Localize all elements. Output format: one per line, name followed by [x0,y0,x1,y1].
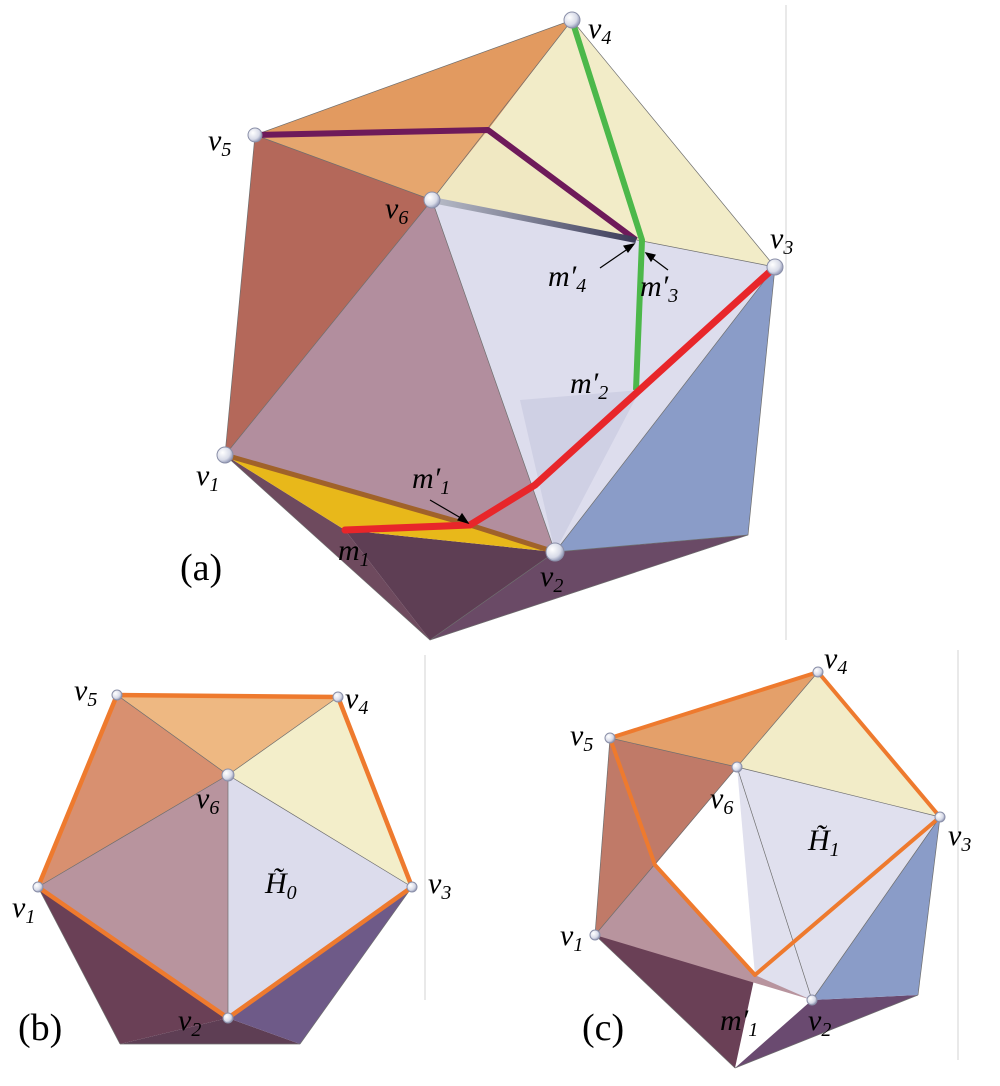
svg-text:m′1: m′1 [412,462,450,499]
path-green [569,19,645,391]
svg-text:v6: v6 [196,782,219,819]
label-a-v6: v [385,192,399,225]
label-b-v3: v [428,867,442,900]
svg-text:m′2: m′2 [570,367,608,404]
face-b-top-orange [117,695,338,775]
face-c-front-mauve [595,767,812,1000]
label-a-v1: v [196,459,210,492]
svg-text:v2: v2 [178,1004,201,1041]
path-grey [431,197,637,243]
svg-text:v3: v3 [770,222,793,259]
svg-text:v3: v3 [428,867,451,904]
face-b-bottom2 [120,1018,300,1044]
label-c-face: H̃ [807,824,832,857]
label-c-v2: v [808,1004,822,1037]
label-b-v1: v [12,891,26,924]
svg-text:v6: v6 [385,192,408,229]
face-b-top-cream [228,697,412,887]
svg-text:v5: v5 [74,674,97,711]
panel-c-letter: (c) [582,1007,624,1049]
svg-text:m′1: m′1 [720,1004,758,1041]
panel-b-letter: (b) [18,1007,62,1049]
label-a-v2: v [540,560,554,593]
label-b-v5: v [74,674,88,707]
vertices-a [216,11,784,562]
face-c-left-brick [595,738,737,935]
label-a-mp2: m′ [570,367,599,400]
svg-text:v4: v4 [345,682,368,719]
svg-text:v2: v2 [540,560,563,597]
face-b-front-lavender [228,775,412,1018]
svg-text:v2: v2 [808,1004,831,1041]
face-b-bottom [38,887,228,1044]
svg-text:v1: v1 [196,459,219,496]
label-c-mp1: m′ [720,1004,749,1037]
face-b-left-brick [38,695,228,887]
face-a-front-mauve [225,200,555,552]
panel-c: (c) v4 v5 v6 v3 v1 v2 m′1 H̃1 [560,642,971,1069]
face-b-front-mauve [38,775,228,1018]
face-a-front-lavender [432,200,775,552]
svg-text:v5: v5 [570,719,593,756]
svg-text:v1: v1 [12,891,35,928]
svg-text:v3: v3 [948,819,971,856]
label-b-v6: v [196,782,210,815]
face-c-top-orange [610,672,818,767]
face-a-left-brick [225,135,432,455]
face-c-front-lavender [737,767,940,1000]
panel-b: (b) v5 v4 v6 v3 v1 v2 H̃0 [12,674,451,1049]
face-c-top-cream [737,672,940,817]
label-a-v5: v [208,124,222,157]
svg-text:m′4: m′4 [548,260,586,297]
path-red [341,263,779,534]
svg-text:v6: v6 [710,782,733,819]
svg-text:H̃0: H̃0 [264,867,297,904]
label-b-face: H̃ [264,867,289,900]
face-a-front-lavender-shade [520,390,640,552]
label-b-v4: v [345,682,359,715]
face-a-top-cream2 [432,130,636,240]
arrows-a [429,243,669,525]
panel-a-letter: (a) [180,547,222,589]
label-b-v2: v [178,1004,192,1037]
label-a-v3: v [770,222,784,255]
label-c-v3: v [948,819,962,852]
face-a-bottom-mid [345,530,555,640]
label-a-m1: m [338,534,360,567]
label-c-v6: v [710,782,724,815]
panel-a: (a) v4 v5 v6 v3 v1 v2 m1 m′1 m′2 m′4 m′3 [180,11,793,641]
label-a-mp1: m′ [412,462,441,495]
path-c-orange [608,670,942,977]
path-purple [254,127,638,243]
svg-text:v4: v4 [588,12,611,49]
svg-text:H̃1: H̃1 [807,824,840,861]
vertices-b [32,689,418,1024]
face-a-top-cream [488,20,775,267]
svg-text:m1: m1 [338,534,370,571]
svg-text:v4: v4 [824,642,847,679]
label-c-v4: v [824,642,838,675]
svg-text:v5: v5 [208,124,231,161]
label-c-v5: v [570,719,584,752]
svg-text:v1: v1 [560,919,583,956]
path-b-hexagon [35,692,415,1021]
label-c-v1: v [560,919,574,952]
label-a-mp4: m′ [548,260,577,293]
vertices-c [589,666,946,1006]
face-a-top-orange2 [255,130,488,200]
svg-text:m′3: m′3 [640,270,678,307]
label-a-v4: v [588,12,602,45]
label-a-mp3: m′ [640,270,669,303]
face-b-bottom3 [228,887,412,1044]
